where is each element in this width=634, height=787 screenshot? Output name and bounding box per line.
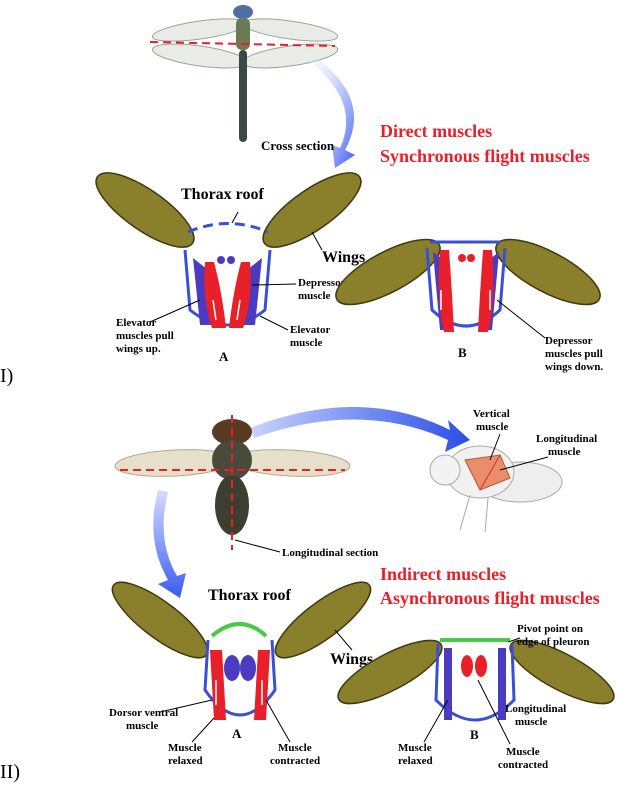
label-b-1: B [458, 345, 467, 360]
depressor-pull-1: Depressor [545, 335, 593, 347]
longitudinal-section-label: Longitudinal section [282, 547, 378, 559]
relaxed-a-1: Muscle [168, 742, 202, 754]
depressor-label-2: muscle [298, 290, 331, 302]
depressor-muscle-left [204, 262, 226, 328]
relaxed-b-1: Muscle [398, 742, 432, 754]
contracted-a-2: contracted [270, 755, 320, 767]
depressor-label-1: Depressor [298, 277, 346, 289]
synchronous-heading: Synchronous flight muscles [380, 146, 590, 166]
dorsoventral-2: muscle [126, 720, 159, 732]
roman-two: II) [0, 761, 20, 783]
vertical-label-2: muscle [476, 421, 509, 433]
contracted-a-1: Muscle [278, 742, 312, 754]
cross-section-b-indirect [337, 638, 615, 722]
relaxed-b-2: relaxed [398, 755, 433, 767]
longitudinal-label-1: Longitudinal [536, 433, 597, 445]
fly-illustration [114, 415, 351, 550]
vertical-label-1: Vertical [473, 408, 510, 420]
relaxed-a-2: relaxed [168, 755, 203, 767]
cross-section-a-direct [95, 172, 362, 328]
thorax-wall [183, 249, 272, 327]
label-a-2: A [232, 726, 242, 741]
elevator-muscle-1: Elevator [290, 324, 330, 336]
wings-label-2: Wings [330, 651, 373, 668]
thorax-roof-label-1: Thorax roof [181, 186, 264, 203]
pivot-2: edge of pleuron [517, 636, 590, 648]
direct-muscles-heading: Direct muscles [380, 121, 492, 141]
asynchronous-heading: Asynchronous flight muscles [380, 588, 600, 608]
label-b-2: B [470, 727, 479, 742]
dorsoventral-1: Dorsor ventral [109, 707, 178, 719]
elevator-muscle-2: muscle [290, 337, 323, 349]
right-wing-b [495, 238, 601, 306]
pivot-1: Pivot point on [517, 623, 583, 635]
fly-side-illustration [429, 445, 563, 533]
roman-one: I) [0, 365, 13, 387]
cross-section-b-direct [335, 238, 601, 332]
curved-arrow-icon [250, 406, 470, 452]
elevator-pull-2: muscles pull [116, 330, 174, 342]
depressor-muscle-right [229, 262, 251, 328]
curved-arrow-icon [153, 490, 186, 598]
label-a-1: A [219, 349, 229, 364]
left-wing [95, 172, 195, 248]
cross-section-label: Cross section [261, 138, 335, 153]
wings-label-1: Wings [322, 249, 365, 266]
thorax-roof-label-2: Thorax roof [208, 587, 291, 604]
left-wing-b [335, 238, 441, 306]
longitudinal-b-2: muscle [515, 716, 548, 728]
longitudinal-label-2: muscle [548, 446, 581, 458]
contracted-b-1: Muscle [506, 746, 540, 758]
indirect-muscles-heading: Indirect muscles [380, 564, 506, 584]
elevator-pull-3: wings up. [116, 343, 161, 355]
right-wing [262, 172, 362, 248]
depressor-pull-2: muscles pull [545, 348, 603, 360]
cross-section-a-indirect [111, 581, 372, 720]
depressor-pull-3: wings down. [545, 361, 603, 373]
curved-arrow-icon [305, 50, 355, 168]
thorax-roof [187, 222, 269, 234]
dragonfly-illustration [149, 5, 339, 142]
contracted-b-2: contracted [498, 759, 548, 771]
elevator-pull-1: Elevator [116, 317, 156, 329]
longitudinal-b-1: Longitudinal [505, 703, 566, 715]
thorax-roof-green [210, 622, 268, 638]
